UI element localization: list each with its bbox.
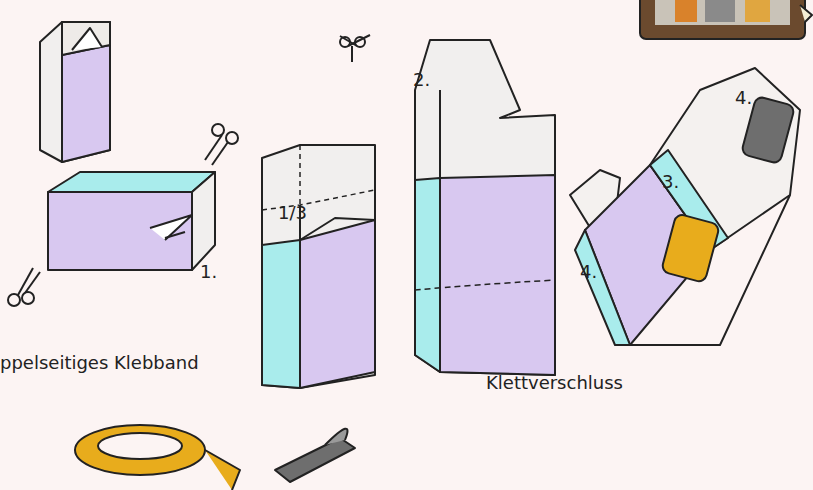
callout-label: 2. <box>413 70 430 90</box>
carton-upright <box>40 22 110 162</box>
callout-label: 1/3 <box>278 203 307 223</box>
velcro-strip <box>275 429 355 482</box>
tape-roll <box>75 425 240 490</box>
carton-open <box>415 40 555 375</box>
callout-label: 4. <box>735 88 752 108</box>
callout-label: ppelseitiges Klebband <box>0 353 199 373</box>
callout-label: 3. <box>662 172 679 192</box>
callout-label: Klettverschluss <box>486 373 623 393</box>
callout-label: 4. <box>580 262 597 282</box>
carton-wallet <box>570 68 800 345</box>
carton-cut <box>262 145 375 388</box>
basket-photo <box>640 0 812 39</box>
callout-label: 1. <box>200 262 217 282</box>
carton-lying <box>48 172 215 270</box>
